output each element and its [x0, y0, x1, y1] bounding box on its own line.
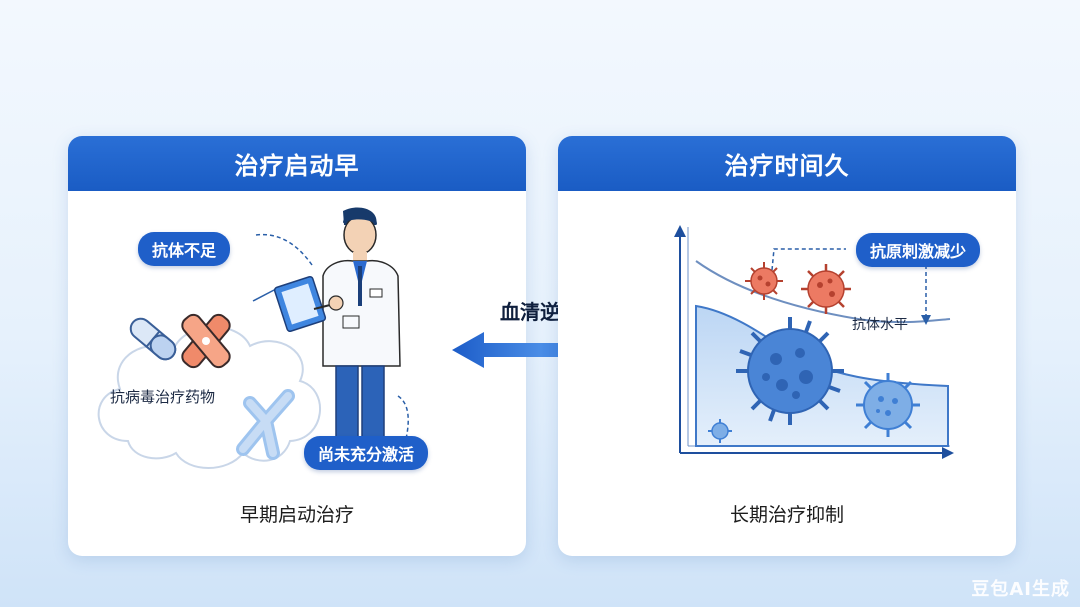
antiviral-drug-label: 抗病毒治疗药物: [110, 388, 216, 406]
ai-generated-watermark: 豆包AI生成: [971, 579, 1070, 600]
blue-virus-large-icon: [736, 317, 844, 425]
not-fully-activated-badge: 尚未充分激活: [304, 436, 429, 470]
antigen-stimulus-reduced-badge: 抗原刺激减少: [856, 233, 981, 267]
antibody-level-curve: [695, 260, 951, 324]
long-treatment-caption: 长期治疗抑制: [729, 504, 844, 526]
blue-virus-medium-icon: [856, 373, 920, 437]
long-treatment-panel: 治疗时间久: [558, 136, 1016, 556]
bandage-icon: [181, 313, 231, 369]
doctor-figure: [273, 207, 401, 455]
early-treatment-title: 治疗启动早: [68, 136, 526, 191]
antibody-insufficient-badge: 抗体不足: [138, 232, 231, 266]
red-virus-large-icon: [801, 264, 851, 314]
double-arrow-icon: [452, 332, 630, 368]
early-treatment-panel: 治疗启动早: [68, 136, 526, 556]
antibody-icon: [236, 389, 295, 460]
blue-virus-small-icon: [708, 419, 732, 443]
red-virus-small-icon: [745, 262, 783, 300]
long-treatment-title: 治疗时间久: [558, 136, 1016, 191]
capsule-icon: [129, 317, 177, 361]
early-treatment-illustration: [97, 207, 409, 469]
antibody-level-label: 抗体水平: [852, 317, 908, 333]
early-treatment-caption: 早期启动治疗: [239, 504, 354, 526]
antibody-level-diagram: [674, 225, 954, 459]
